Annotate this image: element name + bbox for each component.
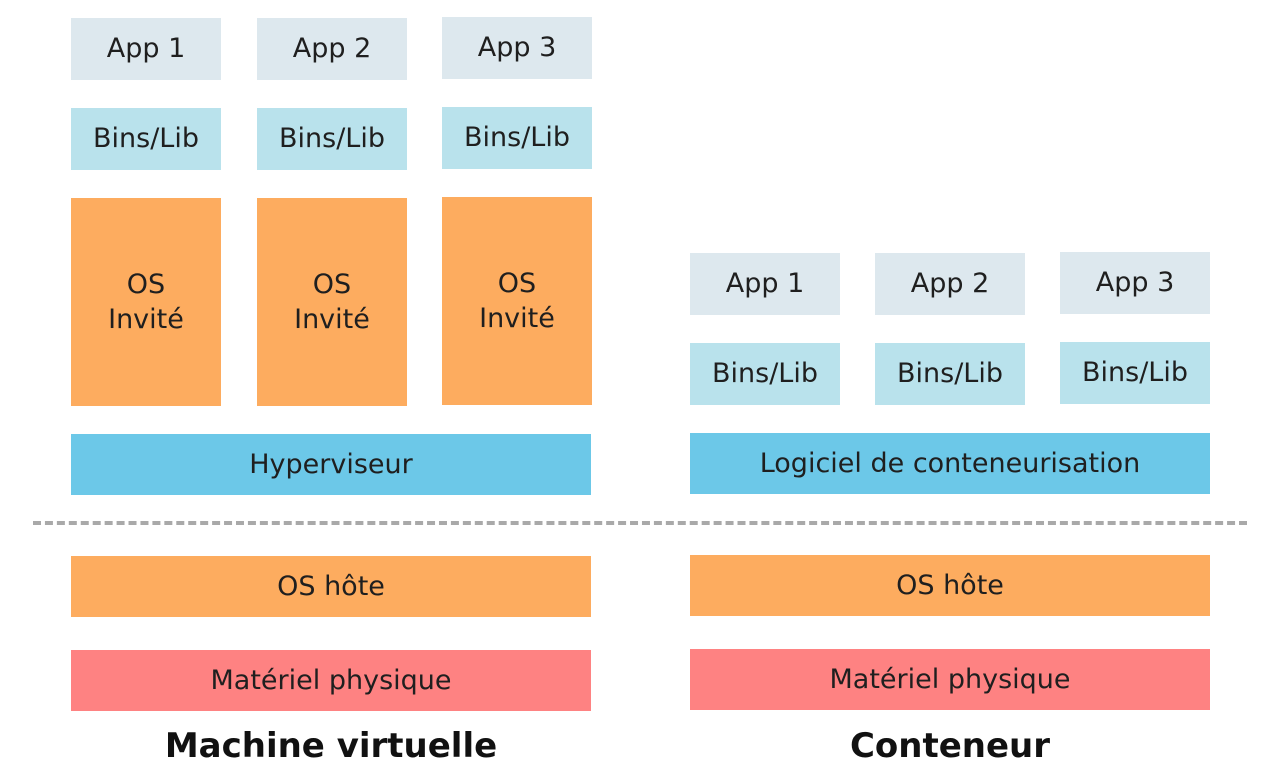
vm-app-1: App 1 [71, 18, 221, 80]
vm-guest-os-1: OS Invité [71, 198, 221, 406]
vm-hardware: Matériel physique [71, 650, 591, 711]
vm-guest-os-1-label: OS Invité [108, 268, 184, 335]
ct-caption: Conteneur [849, 726, 1051, 766]
vm-bins-1: Bins/Lib [71, 108, 221, 170]
vm-caption: Machine virtuelle [164, 726, 498, 766]
vm-app-3: App 3 [442, 17, 592, 79]
ct-app-2: App 2 [875, 253, 1025, 315]
ct-host-os: OS hôte [690, 555, 1210, 616]
ct-bins-1: Bins/Lib [690, 343, 840, 405]
vm-bins-3: Bins/Lib [442, 107, 592, 169]
virtualization-divider [33, 521, 1247, 525]
vm-host-os: OS hôte [71, 556, 591, 617]
ct-runtime: Logiciel de conteneurisation [690, 433, 1210, 494]
vm-guest-os-3: OS Invité [442, 197, 592, 405]
vm-hypervisor: Hyperviseur [71, 434, 591, 495]
ct-hardware: Matériel physique [690, 649, 1210, 710]
vm-guest-os-2-label: OS Invité [294, 268, 370, 335]
ct-app-3: App 3 [1060, 252, 1210, 314]
vm-guest-os-2: OS Invité [257, 198, 407, 406]
ct-bins-2: Bins/Lib [875, 343, 1025, 405]
ct-bins-3: Bins/Lib [1060, 342, 1210, 404]
vm-bins-2: Bins/Lib [257, 108, 407, 170]
vm-app-2: App 2 [257, 18, 407, 80]
ct-app-1: App 1 [690, 253, 840, 315]
vm-guest-os-3-label: OS Invité [479, 267, 555, 334]
